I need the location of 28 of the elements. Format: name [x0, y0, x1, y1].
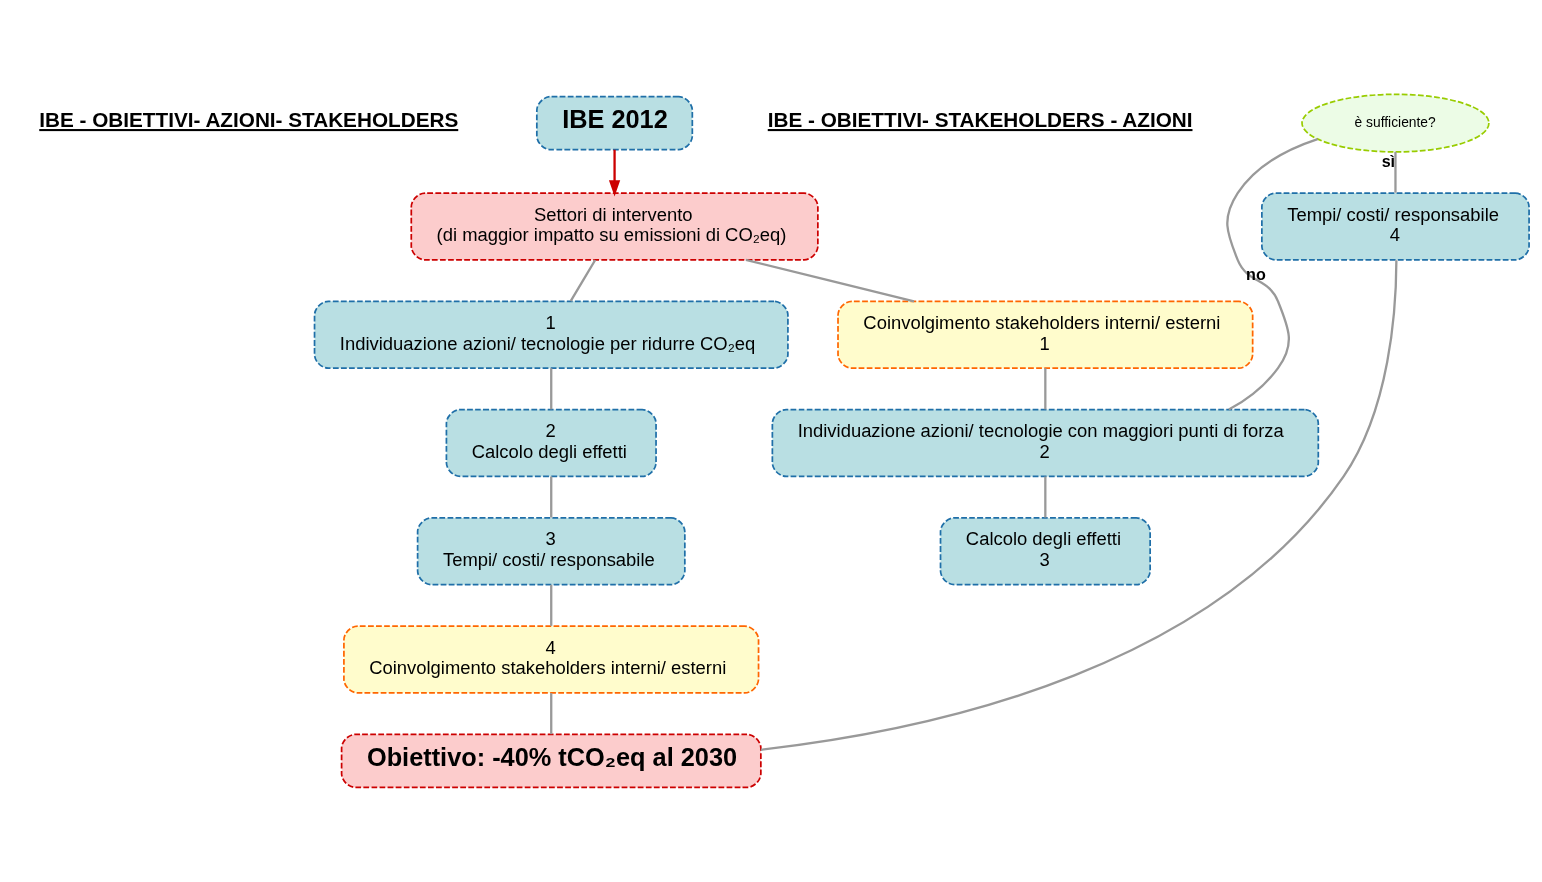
node-box: Coinvolgimento stakeholders interni/ esterni 1 — [836, 300, 1253, 369]
connector — [549, 693, 552, 735]
connector — [1043, 368, 1046, 410]
connector — [549, 476, 552, 518]
node-box: 4 Coinvolgimento stakeholders interni/ esterni — [342, 625, 759, 694]
node-ellipse: è sufficiente? — [1300, 93, 1490, 153]
node-box: IBE 2012 — [535, 95, 693, 151]
connector — [1393, 151, 1397, 193]
edge-label: no — [1245, 264, 1266, 283]
label: IBE - OBIETTIVI- AZIONI- STAKEHOLDERS — [38, 108, 458, 132]
node-box: 3 Tempi/ costi/ responsabile — [416, 517, 686, 586]
connector — [760, 260, 1398, 751]
connector — [1043, 476, 1046, 518]
node-box: 2 Calcolo degli effetti — [445, 408, 657, 478]
node-box: Calcolo degli effetti 3 — [939, 517, 1151, 586]
connector — [745, 258, 914, 303]
node-box: Individuazione azioni/ tecnologie con maggiori punti di forza 2 — [771, 408, 1319, 478]
connector — [549, 584, 552, 626]
node-box: Obiettivo: -40% tCO₂eq al 2030 — [340, 733, 762, 789]
node-box: 1 Individuazione azioni/ tecnologie per ridurre CO₂eq — [313, 300, 789, 369]
connector — [1225, 137, 1318, 411]
node-box: Settori di intervento (di maggior impatto su emissioni di CO₂eq) — [409, 192, 819, 261]
label: IBE - OBIETTIVI- STAKEHOLDERS - AZIONI — [767, 108, 1192, 132]
arrow — [608, 149, 620, 197]
edge-label: sì — [1381, 151, 1395, 170]
connector — [549, 368, 552, 410]
connector — [569, 259, 596, 302]
node-box: Tempi/ costi/ responsabile 4 — [1260, 192, 1530, 261]
